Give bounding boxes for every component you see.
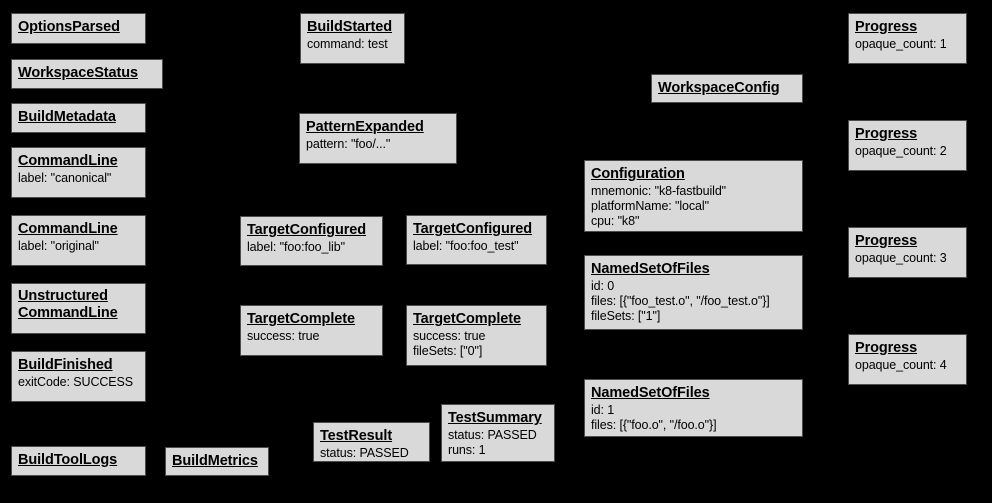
event-node-progress-3[interactable]: Progress opaque_count: 3 bbox=[848, 227, 967, 278]
event-node-build-metrics[interactable]: BuildMetrics bbox=[165, 447, 269, 476]
event-node-options-parsed[interactable]: OptionsParsed bbox=[11, 13, 146, 44]
event-node-title: TargetConfigured bbox=[413, 221, 532, 237]
event-node-fields: id: 0 files: [{"foo_test.o", "/foo_test.… bbox=[591, 279, 770, 323]
event-node-test-result[interactable]: TestResult status: PASSED bbox=[313, 422, 430, 462]
event-node-title: Progress bbox=[855, 126, 918, 142]
event-node-fields: opaque_count: 4 bbox=[855, 358, 947, 373]
event-node-title: TestSummary bbox=[448, 410, 542, 426]
event-node-title: TargetComplete bbox=[247, 311, 355, 327]
event-node-title: CommandLine bbox=[18, 153, 118, 169]
event-node-title: WorkspaceStatus bbox=[18, 65, 138, 81]
event-node-title: TestResult bbox=[320, 428, 393, 444]
event-node-fields: command: test bbox=[307, 37, 388, 52]
event-node-title: Progress bbox=[855, 340, 918, 356]
event-node-target-configured-test[interactable]: TargetConfigured label: "foo:foo_test" bbox=[406, 215, 547, 265]
event-node-title: WorkspaceConfig bbox=[658, 80, 780, 96]
event-node-workspace-status[interactable]: WorkspaceStatus bbox=[11, 59, 163, 89]
event-node-title: BuildFinished bbox=[18, 357, 113, 373]
event-node-fields: opaque_count: 1 bbox=[855, 37, 947, 52]
event-node-fields: opaque_count: 2 bbox=[855, 144, 947, 159]
event-node-command-line-original[interactable]: CommandLine label: "original" bbox=[11, 215, 146, 266]
event-node-title: TargetConfigured bbox=[247, 222, 366, 238]
event-node-pattern-expanded[interactable]: PatternExpanded pattern: "foo/..." bbox=[299, 113, 457, 164]
event-node-named-set-of-files-1[interactable]: NamedSetOfFiles id: 1 files: [{"foo.o", "… bbox=[584, 379, 803, 437]
event-node-fields: status: PASSED bbox=[320, 446, 409, 461]
event-node-fields: exitCode: SUCCESS bbox=[18, 375, 134, 390]
event-node-title: OptionsParsed bbox=[18, 19, 120, 35]
event-node-build-finished[interactable]: BuildFinished exitCode: SUCCESS bbox=[11, 351, 146, 402]
event-node-fields: label: "original" bbox=[18, 239, 99, 254]
event-node-title: Progress bbox=[855, 233, 918, 249]
event-node-title: PatternExpanded bbox=[306, 119, 424, 135]
event-node-fields: mnemonic: "k8-fastbuild" platformName: "… bbox=[591, 184, 727, 228]
event-node-title: Progress bbox=[855, 19, 918, 35]
event-node-title: Configuration bbox=[591, 166, 685, 182]
event-node-fields: label: "foo:foo_test" bbox=[413, 239, 519, 254]
event-node-build-tool-logs[interactable]: BuildToolLogs bbox=[11, 446, 146, 476]
event-node-title: Unstructured CommandLine bbox=[18, 288, 118, 322]
event-node-fields: id: 1 files: [{"foo.o", "/foo.o"}] bbox=[591, 403, 717, 432]
event-node-title: BuildToolLogs bbox=[18, 452, 118, 468]
event-node-target-complete-test[interactable]: TargetComplete success: true fileSets: ["… bbox=[406, 305, 547, 366]
event-node-fields: opaque_count: 3 bbox=[855, 251, 947, 266]
event-node-fields: success: true bbox=[247, 329, 320, 344]
event-node-fields: success: true fileSets: ["0"] bbox=[413, 329, 486, 358]
event-node-progress-1[interactable]: Progress opaque_count: 1 bbox=[848, 13, 967, 64]
event-node-fields: pattern: "foo/..." bbox=[306, 137, 391, 152]
event-node-title: BuildMetadata bbox=[18, 109, 116, 125]
event-node-build-started[interactable]: BuildStarted command: test bbox=[300, 13, 405, 64]
event-node-unstructured-command-line[interactable]: Unstructured CommandLine bbox=[11, 283, 146, 334]
event-node-progress-4[interactable]: Progress opaque_count: 4 bbox=[848, 334, 967, 385]
event-node-progress-2[interactable]: Progress opaque_count: 2 bbox=[848, 120, 967, 171]
event-node-target-configured-lib[interactable]: TargetConfigured label: "foo:foo_lib" bbox=[240, 216, 383, 266]
event-node-fields: label: "canonical" bbox=[18, 171, 112, 186]
event-node-test-summary[interactable]: TestSummary status: PASSED runs: 1 bbox=[441, 404, 555, 462]
event-node-title: NamedSetOfFiles bbox=[591, 385, 710, 401]
event-node-title: BuildStarted bbox=[307, 19, 393, 35]
event-node-command-line-canonical[interactable]: CommandLine label: "canonical" bbox=[11, 147, 146, 198]
event-node-configuration[interactable]: Configuration mnemonic: "k8-fastbuild" pl… bbox=[584, 160, 803, 232]
event-node-fields: status: PASSED runs: 1 bbox=[448, 428, 537, 457]
event-node-title: CommandLine bbox=[18, 221, 118, 237]
event-node-title: TargetComplete bbox=[413, 311, 521, 327]
event-node-target-complete-lib[interactable]: TargetComplete success: true bbox=[240, 305, 383, 356]
event-node-fields: label: "foo:foo_lib" bbox=[247, 240, 345, 255]
event-node-named-set-of-files-0[interactable]: NamedSetOfFiles id: 0 files: [{"foo_test.… bbox=[584, 255, 803, 330]
event-node-workspace-config[interactable]: WorkspaceConfig bbox=[651, 74, 803, 103]
event-node-title: BuildMetrics bbox=[172, 453, 258, 469]
event-node-build-metadata[interactable]: BuildMetadata bbox=[11, 103, 146, 133]
event-node-title: NamedSetOfFiles bbox=[591, 261, 710, 277]
